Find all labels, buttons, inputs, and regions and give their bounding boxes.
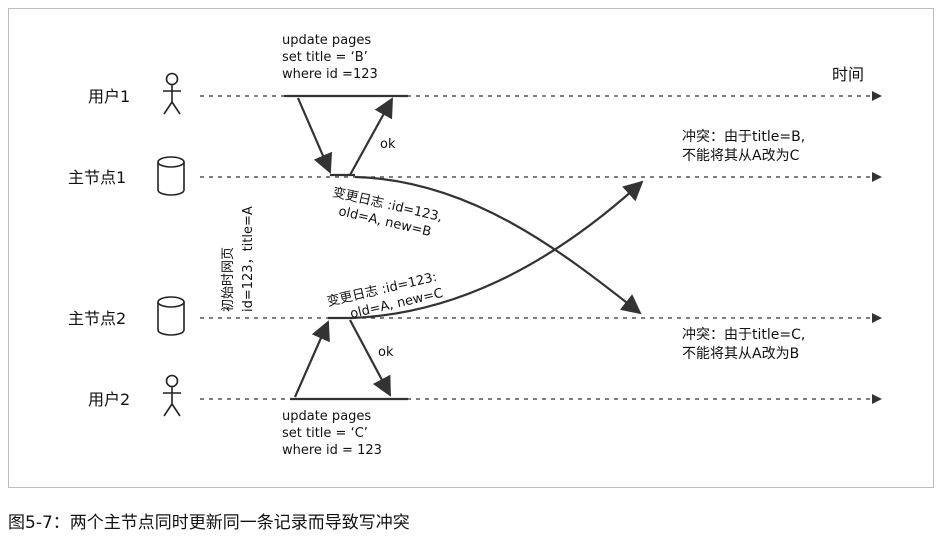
leader1-label: 主节点1 [68,168,126,187]
diagram-frame [8,8,934,488]
conflict1-line2: 不能将其从A改为C [682,148,800,164]
user1-ok-label: ok [380,137,396,152]
user2-ok-arrow [349,319,391,397]
conflict2-line1: 冲突：由于title=C, [682,327,805,343]
user2-label: 用户2 [88,390,130,409]
user2-request-line2: set title = ‘C’ [282,426,368,441]
user2-request-line3: where id = 123 [282,443,382,458]
arrowhead-user2 [872,394,882,404]
user1-request-line2: set title = ‘B’ [282,50,368,65]
user2-icon [163,374,181,417]
user2-write-arrow [293,320,330,398]
user1-request-line1: update pages [282,33,371,48]
arrowhead-leader2 [872,313,882,323]
user1-ok-arrow [349,97,393,176]
time-label: 时间 [832,65,864,84]
conflict-diagram: 用户1 主节点1 主节点2 用户2 时间 [68,33,882,458]
leader2-label: 主节点2 [68,309,126,328]
user1-icon [163,72,181,115]
leader1-database-icon [157,156,185,196]
leader2-database-icon [157,296,185,336]
figure-caption: 图5-7：两个主节点同时更新同一条记录而导致写冲突 [8,513,410,533]
user1-label: 用户1 [88,87,130,106]
replication-arrow-leader2-to-leader1 [351,180,644,320]
log1-label: 变更日志 :id=123, old=A, new=B [331,184,444,240]
arrowhead-leader1 [872,172,882,182]
initial-state-line2: id=123，title=A [241,206,256,312]
initial-state-line1: 初始时网页 [221,247,236,312]
conflict2-line2: 不能将其从A改为B [682,346,799,362]
timeline-arrowheads [872,91,882,404]
replication-arrow-leader1-to-leader2 [354,175,642,315]
user1-write-arrow [296,97,333,174]
arrowhead-user1 [872,91,882,101]
user2-ok-label: ok [378,345,394,360]
user1-request-line3: where id =123 [282,67,378,82]
user2-request-line1: update pages [282,409,371,424]
conflict1-line1: 冲突：由于title=B, [682,129,805,145]
